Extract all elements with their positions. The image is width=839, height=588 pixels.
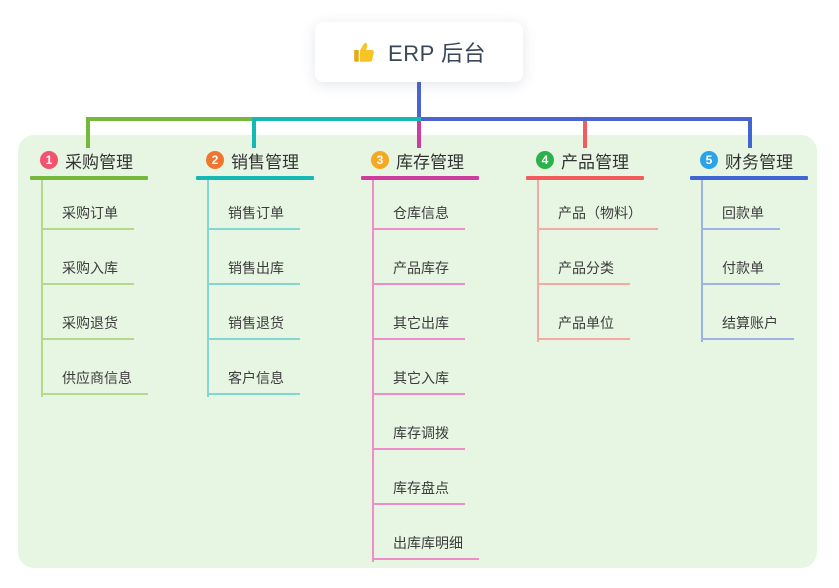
branch-header[interactable]: 4 产品管理 [526,147,658,173]
branch-underline [690,176,808,180]
branch-label: 财务管理 [725,152,793,172]
root-node-erp[interactable]: ERP 后台 [315,22,523,82]
branch-drop-line-5 [748,117,752,148]
branch-1: 1 采购管理 采购订单采购入库采购退货供应商信息 [30,147,148,397]
branch-children: 回款单付款单结算账户 [701,180,808,342]
child-node[interactable]: 产品库存 [374,230,465,285]
child-node[interactable]: 回款单 [703,180,780,230]
branch-label: 销售管理 [231,152,299,172]
trunk-segment-green [86,117,254,121]
child-node[interactable]: 销售出库 [209,230,300,285]
child-node[interactable]: 库存调拨 [374,395,465,450]
branch-5: 5 财务管理 回款单付款单结算账户 [690,147,808,342]
child-node[interactable]: 其它入库 [374,340,465,395]
branch-drop-line-3 [417,117,421,148]
branches-panel [18,135,817,568]
branch-number-badge: 5 [700,151,718,169]
thumbs-up-icon [354,43,374,62]
child-node[interactable]: 采购退货 [43,285,134,340]
branch-drop-line-1 [86,117,90,148]
branch-children: 仓库信息产品库存其它出库其它入库库存调拨库存盘点出库库明细 [372,180,479,562]
branch-underline [196,176,314,180]
branch-number-badge: 4 [536,151,554,169]
branch-underline [30,176,148,180]
root-connector-line [417,81,421,117]
branch-2: 2 销售管理 销售订单销售出库销售退货客户信息 [196,147,314,397]
branch-drop-line-2 [252,117,256,148]
branch-underline [361,176,479,180]
root-title: ERP 后台 [388,41,486,66]
branch-header[interactable]: 3 库存管理 [361,147,479,173]
child-node[interactable]: 供应商信息 [43,340,148,395]
child-node[interactable]: 结算账户 [703,285,794,340]
branch-header[interactable]: 2 销售管理 [196,147,314,173]
branch-children: 采购订单采购入库采购退货供应商信息 [41,180,148,397]
child-node[interactable]: 采购订单 [43,180,134,230]
branch-4: 4 产品管理 产品（物料）产品分类产品单位 [526,147,658,342]
branch-number-badge: 3 [371,151,389,169]
child-node[interactable]: 出库库明细 [374,505,479,560]
child-node[interactable]: 其它出库 [374,285,465,340]
child-node[interactable]: 产品单位 [539,285,630,340]
child-node[interactable]: 客户信息 [209,340,300,395]
child-node[interactable]: 库存盘点 [374,450,465,505]
branch-header[interactable]: 5 财务管理 [690,147,808,173]
branch-children: 销售订单销售出库销售退货客户信息 [207,180,314,397]
branch-number-badge: 2 [206,151,224,169]
branch-label: 库存管理 [396,152,464,172]
child-node[interactable]: 销售退货 [209,285,300,340]
branch-underline [526,176,644,180]
branch-number-badge: 1 [40,151,58,169]
branch-drop-line-4 [583,117,587,148]
branch-3: 3 库存管理 仓库信息产品库存其它出库其它入库库存调拨库存盘点出库库明细 [361,147,479,562]
child-node[interactable]: 产品分类 [539,230,630,285]
branch-children: 产品（物料）产品分类产品单位 [537,180,658,342]
trunk-segment-teal [252,117,421,121]
branch-label: 产品管理 [561,152,629,172]
child-node[interactable]: 销售订单 [209,180,300,230]
branch-header[interactable]: 1 采购管理 [30,147,148,173]
child-node[interactable]: 付款单 [703,230,780,285]
branch-label: 采购管理 [65,152,133,172]
trunk-segment-blue [421,117,752,121]
child-node[interactable]: 仓库信息 [374,180,465,230]
child-node[interactable]: 采购入库 [43,230,134,285]
child-node[interactable]: 产品（物料） [539,180,658,230]
